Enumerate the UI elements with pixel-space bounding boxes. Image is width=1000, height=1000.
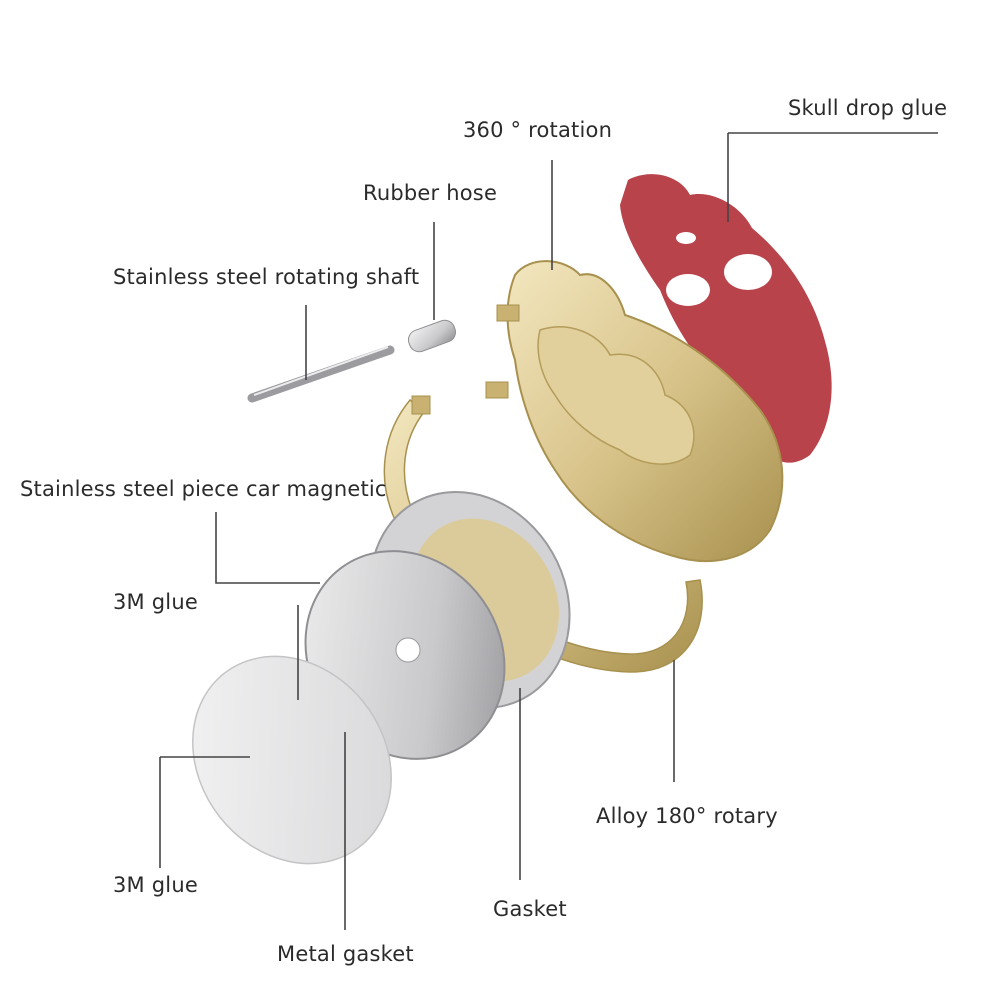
skull-red-shape <box>620 174 832 463</box>
gold-skull-plate <box>485 260 784 562</box>
label-3m-glue-upper: 3M glue <box>113 590 198 614</box>
glue-plate-part <box>192 655 392 865</box>
steel-disc-hole <box>395 637 421 663</box>
skull-nose <box>676 232 696 244</box>
leader-steel-piece <box>215 512 320 584</box>
glue-plate-disc <box>192 655 392 865</box>
shaft-body <box>247 345 395 403</box>
label-rubber-hose: Rubber hose <box>363 181 498 205</box>
label-gasket: Gasket <box>493 897 567 921</box>
rotating-shaft-part <box>247 345 395 403</box>
skull-drop-glue-part <box>620 174 832 463</box>
label-rotating-shaft: Stainless steel rotating shaft <box>113 265 420 289</box>
gold-plate-relief <box>537 326 695 465</box>
label-3m-glue-lower: 3M glue <box>113 873 198 897</box>
label-alloy-rotary: Alloy 180° rotary <box>596 804 778 828</box>
skull-eye-right <box>724 254 772 290</box>
hose-body <box>408 319 456 353</box>
label-steel-piece: Stainless steel piece car magnetic <box>20 477 387 501</box>
gold-plate-tab-lower <box>485 381 509 399</box>
label-metal-gasket: Metal gasket <box>277 942 414 966</box>
skull-eye-left <box>666 274 710 306</box>
label-skull-drop-glue: Skull drop glue <box>788 96 948 120</box>
rubber-hose-part <box>408 319 456 353</box>
leader-lines <box>159 132 938 930</box>
gold-plate-tab-upper <box>496 304 520 322</box>
shaft-highlight <box>253 346 389 396</box>
label-360-rotation: 360 ° rotation <box>463 118 613 142</box>
ring-end-tab <box>411 395 431 415</box>
